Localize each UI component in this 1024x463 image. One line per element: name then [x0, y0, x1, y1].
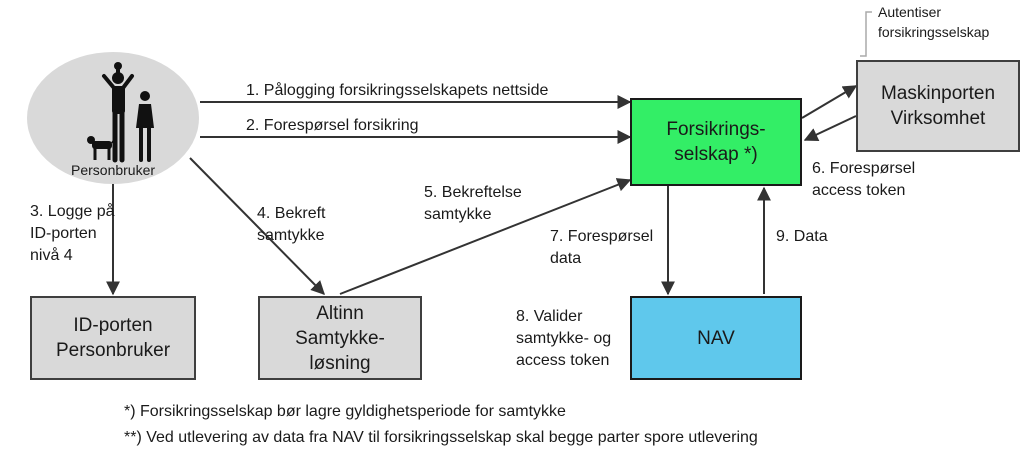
step-6-label: 6. Forespørsel access token: [812, 160, 916, 199]
callout-bracket: [860, 11, 872, 57]
step-8-label: 8. Valider samtykke- og access token: [516, 308, 612, 369]
arrow-step-4: [189, 157, 325, 295]
step-4-label: 4. Bekreft samtykke: [257, 205, 326, 244]
arrow-step-6: [803, 115, 857, 141]
maskinporten-box[interactable]: Maskinporten Virksomhet: [856, 60, 1020, 152]
altinn-box[interactable]: Altinn Samtykke- løsning: [258, 296, 422, 380]
idporten-box[interactable]: ID-porten Personbruker: [30, 296, 196, 380]
arrow-to-maskinporten: [801, 85, 858, 119]
personbruker-label: Personbruker: [71, 162, 156, 178]
callout-autentiser: Autentiser forsikringsselskap: [878, 4, 990, 40]
step-3-label: 3. Logge på ID-porten nivå 4: [30, 203, 115, 264]
footnote-1: *) Forsikringsselskap bør lagre gyldighe…: [124, 403, 566, 420]
step-2-label: 2. Forespørsel forsikring: [246, 117, 419, 134]
step-5-label: 5. Bekreftelse samtykke: [424, 184, 522, 223]
step-7-label: 7. Forespørsel data: [550, 228, 654, 267]
footnote-2: **) Ved utlevering av data fra NAV til f…: [124, 429, 758, 446]
step-1-label: 1. Pålogging forsikringsselskapets netts…: [246, 82, 549, 99]
family-icon: [87, 62, 154, 163]
step-9-label: 9. Data: [776, 228, 828, 245]
nav-box[interactable]: NAV: [630, 296, 802, 380]
arrow-step-5: [339, 178, 632, 295]
forsikringsselskap-box[interactable]: Forsikrings- selskap *): [630, 98, 802, 186]
